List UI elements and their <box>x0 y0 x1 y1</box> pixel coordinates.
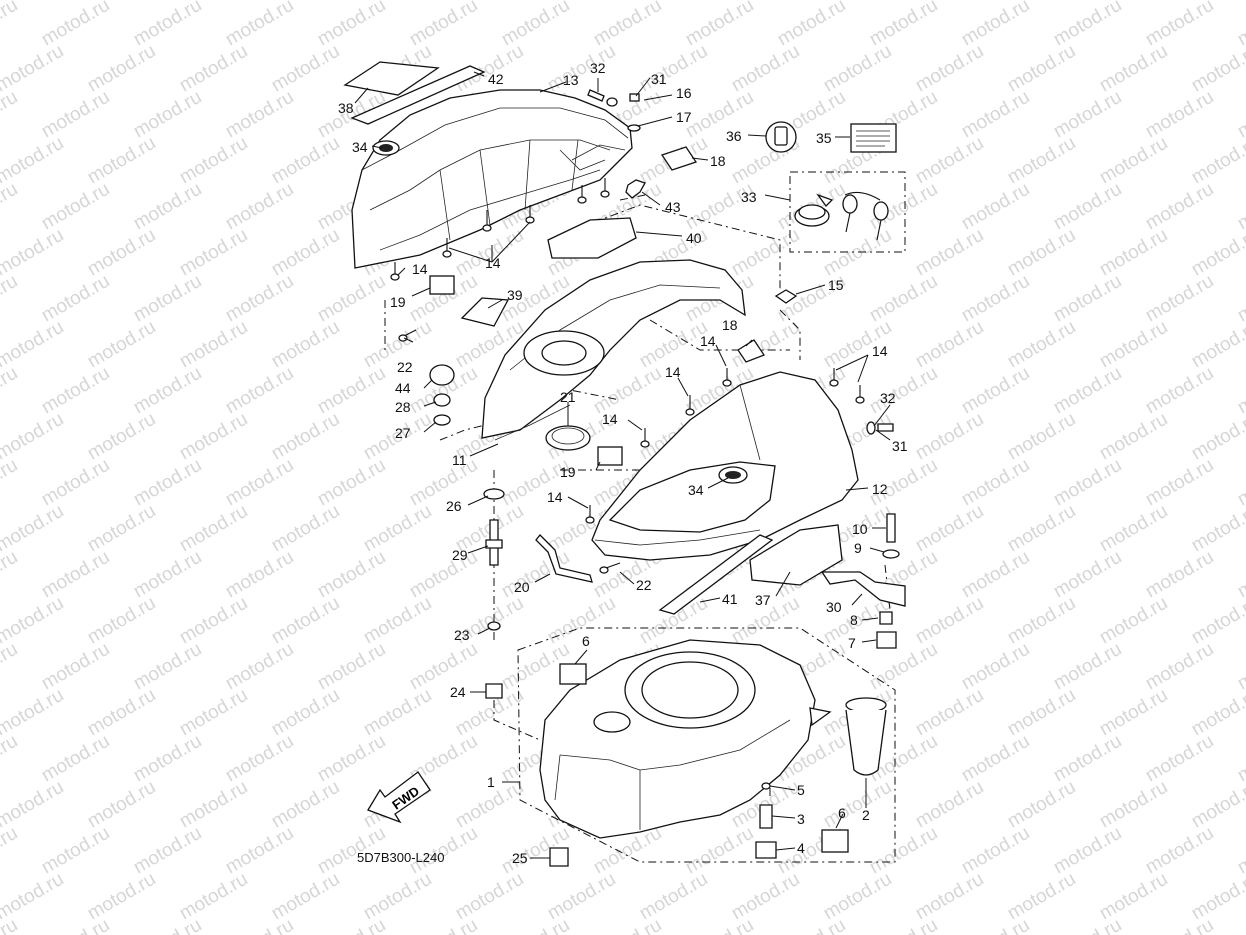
part-label-12: 12 <box>872 481 888 497</box>
part-label-14-top: 14 <box>485 255 501 271</box>
clip-43 <box>625 179 646 199</box>
part-label-34-mid: 34 <box>688 482 704 498</box>
part-label-14-center: 14 <box>665 364 681 380</box>
bolt-stack-right <box>820 513 906 649</box>
part-label-32-top: 32 <box>590 60 606 76</box>
label-35 <box>850 123 897 153</box>
part-label-40: 40 <box>686 230 702 246</box>
part-label-30: 30 <box>826 599 842 615</box>
fwd-arrow: FWD <box>367 771 431 824</box>
tank-cover-11 <box>481 259 746 441</box>
part-label-26: 26 <box>446 498 462 514</box>
nut-15 <box>774 289 798 304</box>
pad-18-top <box>660 146 698 171</box>
part-label-7: 7 <box>848 635 856 651</box>
cap-nut-stack <box>429 364 455 426</box>
part-label-43: 43 <box>665 199 681 215</box>
part-label-6-left: 6 <box>582 633 590 649</box>
part-label-20: 20 <box>514 579 530 595</box>
part-label-6-right: 6 <box>838 805 846 821</box>
pad-18-mid <box>737 339 765 363</box>
damper-6-right <box>821 829 849 853</box>
part-label-32-right: 32 <box>880 390 896 406</box>
damper-19-left <box>429 275 455 295</box>
part-label-5: 5 <box>797 782 805 798</box>
part-label-14-mid: 14 <box>700 333 716 349</box>
side-cover-12 <box>591 371 859 561</box>
screws-14-mid <box>585 368 865 524</box>
part-label-3: 3 <box>797 811 805 827</box>
damper-19-mid <box>597 446 623 466</box>
diagram-code: 5D7B300-L240 <box>357 850 445 865</box>
part-label-10: 10 <box>852 521 868 537</box>
bolts-top-right <box>587 89 641 132</box>
part-label-11: 11 <box>452 452 467 468</box>
part-label-19-mid: 19 <box>560 464 576 480</box>
bolt-stack-left <box>483 488 505 699</box>
label-36 <box>765 121 797 153</box>
part-label-25: 25 <box>512 850 528 866</box>
part-label-19-left: 19 <box>390 294 406 310</box>
sheet-40 <box>547 217 637 259</box>
part-label-39: 39 <box>507 287 523 303</box>
part-label-21: 21 <box>560 389 576 405</box>
screw-22-mid <box>599 562 621 574</box>
bracket-20 <box>535 534 593 583</box>
part-label-38: 38 <box>338 100 354 116</box>
part-label-1: 1 <box>487 774 495 790</box>
part-label-2: 2 <box>862 807 870 823</box>
sticker-38 <box>343 61 440 96</box>
part-label-35: 35 <box>816 130 832 146</box>
leader-lines <box>354 71 891 859</box>
ring-21 <box>545 425 591 451</box>
part-label-37: 37 <box>755 592 771 608</box>
bolt-31-32-right <box>866 421 894 435</box>
part-label-14-right: 14 <box>872 343 888 359</box>
sheet-37 <box>749 524 843 586</box>
part-label-24: 24 <box>450 684 466 700</box>
grommet-25 <box>549 847 569 867</box>
part-label-36: 36 <box>726 128 742 144</box>
part-label-44: 44 <box>395 380 411 396</box>
part-label-14-lower: 14 <box>602 411 618 427</box>
pump-2 <box>845 697 887 776</box>
part-label-18-top: 18 <box>710 153 726 169</box>
fuel-tank-1 <box>539 639 832 839</box>
screw-22-left <box>398 329 417 342</box>
part-label-13: 13 <box>563 72 579 88</box>
screws-14-top <box>390 178 610 281</box>
part-label-18-mid: 18 <box>722 317 738 333</box>
fuel-cap-lock-33 <box>789 171 906 253</box>
part-label-28: 28 <box>395 399 411 415</box>
part-label-15: 15 <box>828 277 844 293</box>
part-label-14-left: 14 <box>412 261 428 277</box>
part-label-17: 17 <box>676 109 692 125</box>
hose-stack <box>755 782 777 859</box>
part-label-31-right: 31 <box>892 438 908 454</box>
part-label-27: 27 <box>395 425 411 441</box>
part-label-31-top: 31 <box>651 71 667 87</box>
sheet-39 <box>460 297 510 327</box>
strip-41 <box>658 534 774 615</box>
part-label-29: 29 <box>452 547 468 563</box>
part-label-16: 16 <box>676 85 692 101</box>
part-label-22-mid: 22 <box>636 577 652 593</box>
part-label-33: 33 <box>741 189 757 205</box>
part-label-4: 4 <box>797 840 805 856</box>
part-label-8: 8 <box>850 612 858 628</box>
part-label-22-left: 22 <box>397 359 413 375</box>
part-label-42: 42 <box>488 71 504 87</box>
damper-6-left <box>559 663 587 685</box>
part-label-34-top: 34 <box>352 139 368 155</box>
part-label-9: 9 <box>854 540 862 556</box>
part-label-14-bottom: 14 <box>547 489 563 505</box>
strip-42 <box>350 65 486 125</box>
part-label-23: 23 <box>454 627 470 643</box>
part-label-41: 41 <box>722 591 738 607</box>
